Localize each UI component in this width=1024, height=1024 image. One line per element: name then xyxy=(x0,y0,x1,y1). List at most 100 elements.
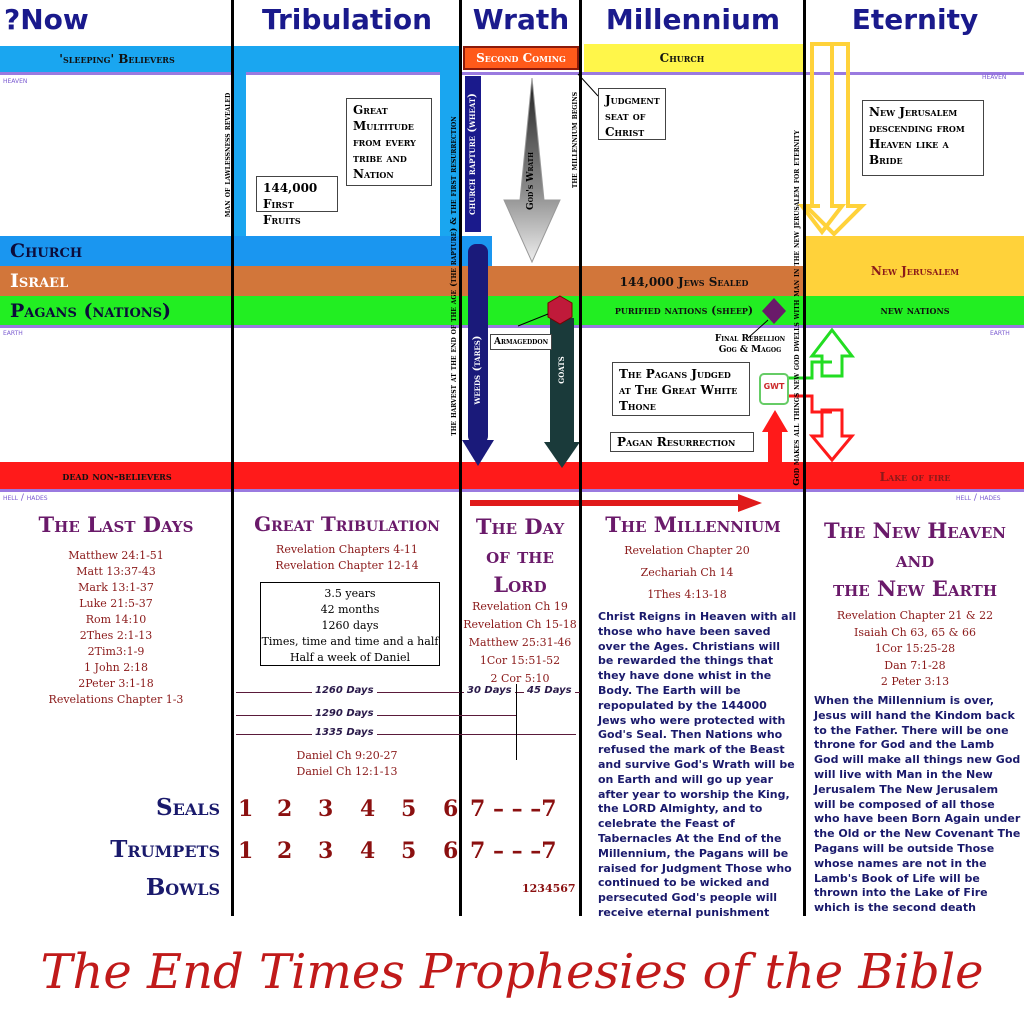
new-heaven-title-1: The New Heaven xyxy=(824,518,1006,543)
last-days-ref: Mark 13:1-37 xyxy=(78,581,154,594)
divider-millennium-eternity xyxy=(803,0,806,916)
days-1335: 1335 Days xyxy=(312,727,377,738)
new-heaven-ref: 1Cor 15:25-28 xyxy=(874,642,956,655)
goats-text: goats xyxy=(556,356,567,384)
lake-of-fire-label: Lake of fire xyxy=(879,470,951,484)
harvest-text: the harvest at the end of the age (the r… xyxy=(449,116,459,436)
new-heaven-title-3: the New Earth xyxy=(832,576,998,601)
day-of-lord-title-3: Lord xyxy=(493,572,547,597)
new-heaven-refs: Revelation Chapter 21 & 22 Isaiah Ch 63,… xyxy=(806,608,1024,691)
israel-band xyxy=(0,266,806,296)
days-45: 45 Days xyxy=(524,685,575,696)
pagans-band xyxy=(0,296,1024,326)
daniel-ref: Daniel Ch 9:20-27 xyxy=(296,749,398,762)
pagans-label: Pagans (nations) xyxy=(10,300,172,322)
lawlessness-text: man of lawlessness revealed xyxy=(223,92,233,218)
day-of-lord-ref: Matthew 25:31-46 xyxy=(468,636,572,649)
last-days-ref: Matt 13:37-43 xyxy=(76,565,156,578)
day-of-lord-ref: 2 Cor 5:10 xyxy=(490,672,550,685)
israel-label: Israel xyxy=(10,270,69,292)
gwt-red-connector xyxy=(784,394,832,414)
new-heaven-title: The New Heaven and the New Earth xyxy=(806,516,1024,603)
tribulation-frame-right xyxy=(440,72,462,238)
last-days-ref: Matthew 24:1-51 xyxy=(68,549,164,562)
new-heaven-body: When the Millennium is over, Jesus will … xyxy=(814,694,1021,915)
dead-non-believers-label: dead non-believers xyxy=(62,470,172,483)
heaven-label-right: heaven xyxy=(982,72,1007,82)
timeline-arrow-shaft xyxy=(470,500,740,506)
trumpet-number: 1 xyxy=(238,838,254,864)
trumpet-number: 4 xyxy=(360,838,376,864)
day-of-lord-ref: 1Cor 15:51-52 xyxy=(479,654,561,667)
last-days-ref: 2Tim3:1-9 xyxy=(87,645,145,658)
trumpet-number: 2 xyxy=(277,838,293,864)
heaven-line xyxy=(0,72,1024,75)
trumpets-tail: 7 – – –7 xyxy=(470,838,557,864)
second-coming-box: Second Coming xyxy=(463,46,579,70)
new-jerusalem-band xyxy=(806,236,1024,296)
day-of-lord-ref: Revelation Ch 15-18 xyxy=(463,618,577,631)
final-rebellion-line-1: Final Rebellion xyxy=(714,334,786,344)
new-jerusalem-desc-box: New Jerusalem descending from Heaven lik… xyxy=(862,100,984,176)
final-rebellion-line-2: Gog & Magog xyxy=(718,345,782,355)
divider-tribulation-wrath xyxy=(459,0,462,916)
lake-of-fire-arrow xyxy=(808,408,856,463)
seal-number: 6 xyxy=(443,796,459,822)
day-of-lord-title-1: The Day xyxy=(475,514,565,539)
hell-label-right: hell / hades xyxy=(956,493,1001,503)
final-rebellion-marker xyxy=(762,298,786,324)
gods-wrath-arrow xyxy=(503,77,561,264)
gwt-label: GWT xyxy=(763,382,785,391)
millennium-begins-text: the millennium begins xyxy=(570,91,580,189)
armageddon-marker xyxy=(547,295,573,325)
sleeping-believers-label: 'sleeping' Believers xyxy=(59,52,175,66)
church-band xyxy=(0,236,492,266)
hell-line xyxy=(0,489,1024,492)
bowls-tail: 1234567 xyxy=(522,882,576,895)
weeds-text: weeds (tares) xyxy=(472,335,483,405)
millennium-ref: 1Thes 4:13-18 xyxy=(647,588,727,601)
period-line: 42 months xyxy=(320,603,380,616)
period-line: Times, time and time and a half xyxy=(261,635,439,648)
new-heaven-ref: Dan 7:1-28 xyxy=(884,658,946,672)
daniel-refs: Daniel Ch 9:20-27 Daniel Ch 12:1-13 xyxy=(234,748,460,780)
great-multitude-box: Great Multitude from every tribe and Nat… xyxy=(346,98,432,186)
timeline-arrow-head xyxy=(738,494,762,512)
day-of-lord-title: The Day of the Lord xyxy=(462,512,578,599)
gwt-box xyxy=(759,373,789,405)
earth-label-right: earth xyxy=(990,328,1010,338)
church-top-band xyxy=(584,44,804,74)
new-heaven-ref: 2 Peter 3:13 xyxy=(880,675,950,688)
dead-band xyxy=(0,462,1024,490)
seals-tail: 7 – – –7 xyxy=(470,796,557,822)
header-wrath: Wrath xyxy=(472,3,570,36)
church-rapture-text: church rapture (wheat) xyxy=(465,76,481,232)
header-millennium: Millennium xyxy=(605,3,781,36)
gwt-green-connector xyxy=(784,360,832,380)
millennium-body: Christ Reigns in Heaven with all those w… xyxy=(598,610,797,919)
new-heaven-ref: Isaiah Ch 63, 65 & 66 xyxy=(854,625,976,639)
seal-number: 4 xyxy=(360,796,376,822)
resurrection-arrow-shaft xyxy=(768,430,782,464)
seals-label: Seals xyxy=(155,794,220,821)
heaven-label-left: heaven xyxy=(3,76,28,86)
header-tribulation: Tribulation xyxy=(261,3,433,36)
armageddon-connector xyxy=(517,313,549,327)
earth-line xyxy=(0,325,1024,328)
judgment-seat-box: Judgment seat of Christ xyxy=(598,88,666,140)
trumpet-number: 3 xyxy=(318,838,334,864)
gods-wrath-text: God's Wrath xyxy=(526,152,536,210)
earth-label-left: earth xyxy=(3,328,23,338)
purified-nations-label: purified nations (sheep) xyxy=(614,304,754,317)
trumpet-number: 5 xyxy=(401,838,417,864)
days-30-tick xyxy=(516,684,517,760)
period-line: Half a week of Daniel xyxy=(289,651,411,664)
seal-number: 3 xyxy=(318,796,334,822)
millennium-ref: Zechariah Ch 14 xyxy=(640,566,734,579)
last-days-title: The Last Days xyxy=(38,512,194,537)
seal-number: 2 xyxy=(277,796,293,822)
final-rebellion-connector xyxy=(747,319,769,339)
tribulation-period-box: 3.5 years 42 months 1260 days Times, tim… xyxy=(260,582,440,666)
